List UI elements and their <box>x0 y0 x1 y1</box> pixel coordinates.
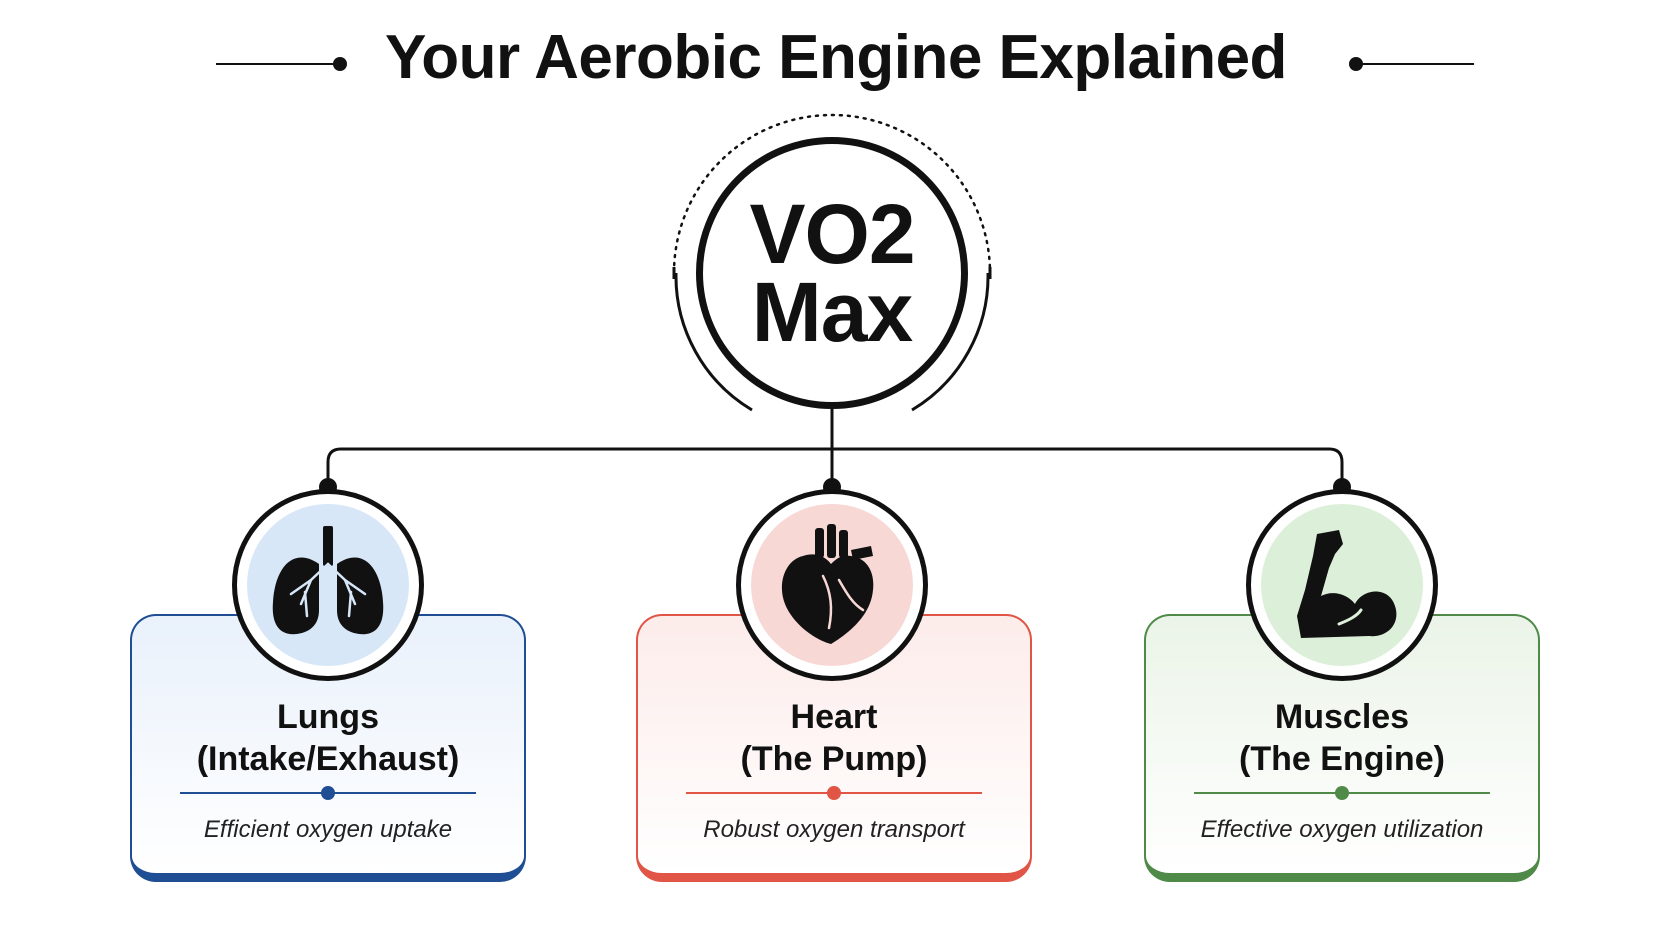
card-title-role: (The Pump) <box>740 740 928 778</box>
card-title: Muscles (The Engine) <box>1146 696 1538 780</box>
icon-circle-lungs <box>232 489 424 681</box>
heart-icon <box>781 524 874 644</box>
icon-circle-muscles <box>1246 489 1438 681</box>
card-divider <box>180 786 476 800</box>
card-divider <box>686 786 982 800</box>
title-dot-right <box>1349 57 1363 71</box>
card-title-role: (The Engine) <box>1239 740 1445 778</box>
card-tagline: Effective oxygen utilization <box>1200 816 1484 843</box>
hub-dotted-arc <box>672 113 992 275</box>
icon-background <box>247 504 409 666</box>
card-divider <box>1194 786 1490 800</box>
divider-dot <box>1335 786 1349 800</box>
divider-dot <box>827 786 841 800</box>
hub-label-line2: Max <box>751 265 913 359</box>
vo2max-hub: VO2 Max <box>696 137 968 409</box>
page-title: Your Aerobic Engine Explained <box>385 23 1287 92</box>
card-tagline: Efficient oxygen uptake <box>203 816 453 843</box>
card-lungs: Lungs (Intake/Exhaust) Efficient oxygen … <box>130 614 526 882</box>
icon-background <box>1261 504 1423 666</box>
lungs-icon <box>272 526 384 635</box>
hub-arc-right <box>911 272 990 412</box>
icon-background <box>751 504 913 666</box>
divider-dot <box>321 786 335 800</box>
hub-label-line1: VO2 <box>749 187 915 281</box>
card-title: Lungs (Intake/Exhaust) <box>132 696 524 780</box>
card-title: Heart (The Pump) <box>638 696 1030 780</box>
card-title-name: Heart <box>790 698 878 736</box>
card-title-name: Lungs <box>277 698 379 736</box>
flexed-arm-icon <box>1297 530 1397 638</box>
icon-circle-heart <box>736 489 928 681</box>
hub-arc-left <box>674 272 753 412</box>
card-title-role: (Intake/Exhaust) <box>196 740 460 778</box>
card-tagline: Robust oxygen transport <box>703 816 965 843</box>
connector-bus <box>326 447 1344 487</box>
title-dot-left <box>333 57 347 71</box>
card-title-name: Muscles <box>1274 698 1410 736</box>
